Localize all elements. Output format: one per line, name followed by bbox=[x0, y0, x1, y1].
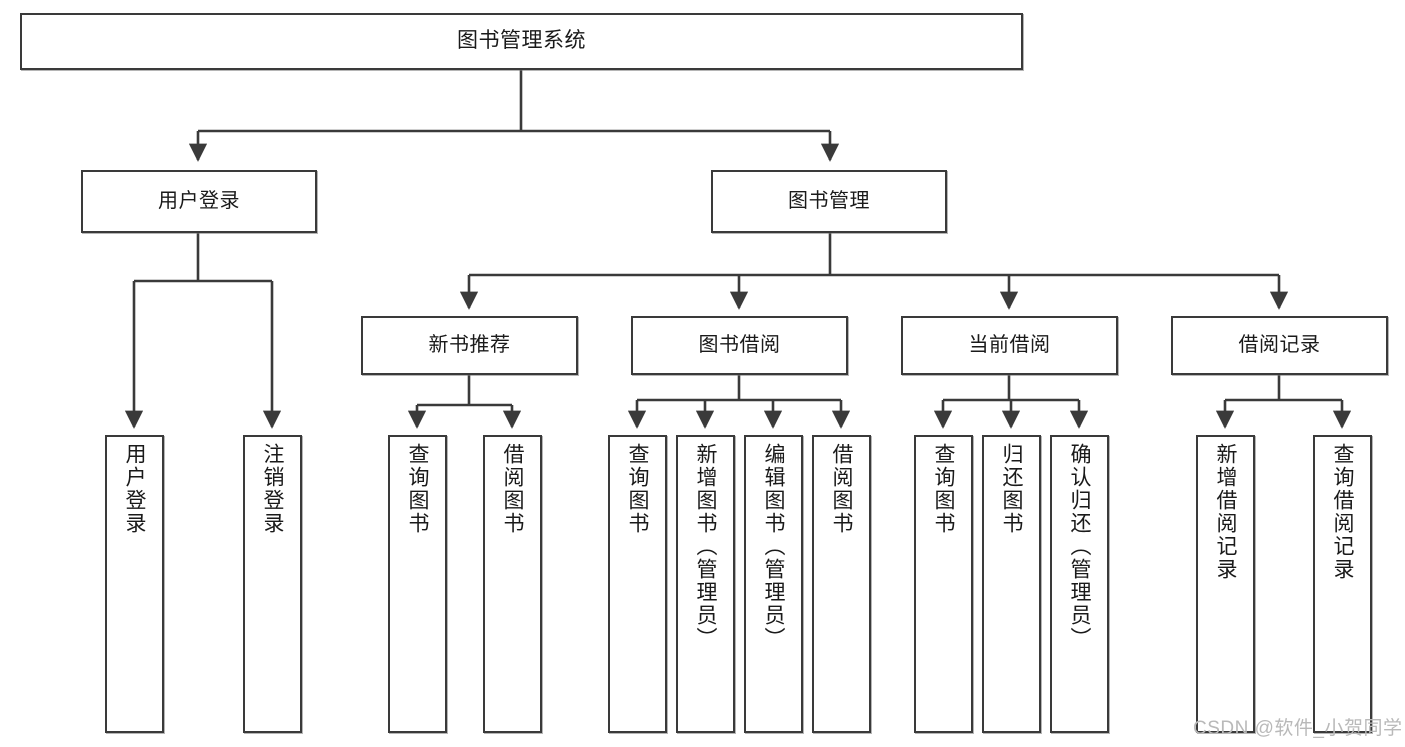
node-book-borrow[interactable]: 图书借阅 bbox=[631, 316, 848, 375]
leaf-user-login-login[interactable]: 用户登录 bbox=[105, 435, 164, 733]
node-label: 图书管理 bbox=[788, 190, 870, 212]
leaf-book-borrow-edit[interactable]: 编辑图书（管理员） bbox=[744, 435, 803, 733]
leaf-current-borrow-query[interactable]: 查询图书 bbox=[914, 435, 973, 733]
node-user-login[interactable]: 用户登录 bbox=[81, 170, 317, 233]
leaf-user-login-logout[interactable]: 注销登录 bbox=[243, 435, 302, 733]
leaf-book-borrow-query[interactable]: 查询图书 bbox=[608, 435, 667, 733]
node-label: 当前借阅 bbox=[968, 334, 1051, 356]
node-label: 归还图书 bbox=[1000, 443, 1024, 535]
leaf-book-borrow-add[interactable]: 新增图书（管理员） bbox=[676, 435, 735, 733]
node-label: 用户登录 bbox=[158, 190, 240, 212]
leaf-borrow-record-query[interactable]: 查询借阅记录 bbox=[1313, 435, 1372, 733]
node-label: 编辑图书（管理员） bbox=[762, 443, 786, 650]
node-label: 图书管理系统 bbox=[457, 29, 586, 53]
node-label: 注销登录 bbox=[261, 443, 285, 535]
node-new-book-recommend[interactable]: 新书推荐 bbox=[361, 316, 578, 375]
node-label: 图书借阅 bbox=[698, 334, 781, 356]
node-label: 查询借阅记录 bbox=[1331, 443, 1355, 581]
node-book-management[interactable]: 图书管理 bbox=[711, 170, 947, 233]
node-label: 查询图书 bbox=[932, 443, 956, 535]
node-borrow-record[interactable]: 借阅记录 bbox=[1171, 316, 1388, 375]
leaf-current-borrow-return[interactable]: 归还图书 bbox=[982, 435, 1041, 733]
leaf-current-borrow-confirm[interactable]: 确认归还（管理员） bbox=[1050, 435, 1109, 733]
watermark-text: CSDN @软件_小贺同学 bbox=[1193, 718, 1403, 739]
node-label: 查询图书 bbox=[626, 443, 650, 535]
node-label: 查询图书 bbox=[406, 443, 430, 535]
leaf-borrow-record-add[interactable]: 新增借阅记录 bbox=[1196, 435, 1255, 733]
leaf-new-book-query[interactable]: 查询图书 bbox=[388, 435, 447, 733]
node-label: 借阅图书 bbox=[830, 443, 854, 535]
node-current-borrow[interactable]: 当前借阅 bbox=[901, 316, 1118, 375]
node-label: 用户登录 bbox=[123, 443, 147, 535]
node-label: 确认归还（管理员） bbox=[1068, 443, 1092, 650]
node-label: 新书推荐 bbox=[428, 334, 511, 356]
node-root-system[interactable]: 图书管理系统 bbox=[20, 13, 1023, 70]
leaf-book-borrow-borrow[interactable]: 借阅图书 bbox=[812, 435, 871, 733]
node-label: 新增借阅记录 bbox=[1214, 443, 1238, 581]
node-label: 借阅图书 bbox=[501, 443, 525, 535]
leaf-new-book-borrow[interactable]: 借阅图书 bbox=[483, 435, 542, 733]
node-label: 借阅记录 bbox=[1238, 334, 1321, 356]
node-label: 新增图书（管理员） bbox=[694, 443, 718, 650]
